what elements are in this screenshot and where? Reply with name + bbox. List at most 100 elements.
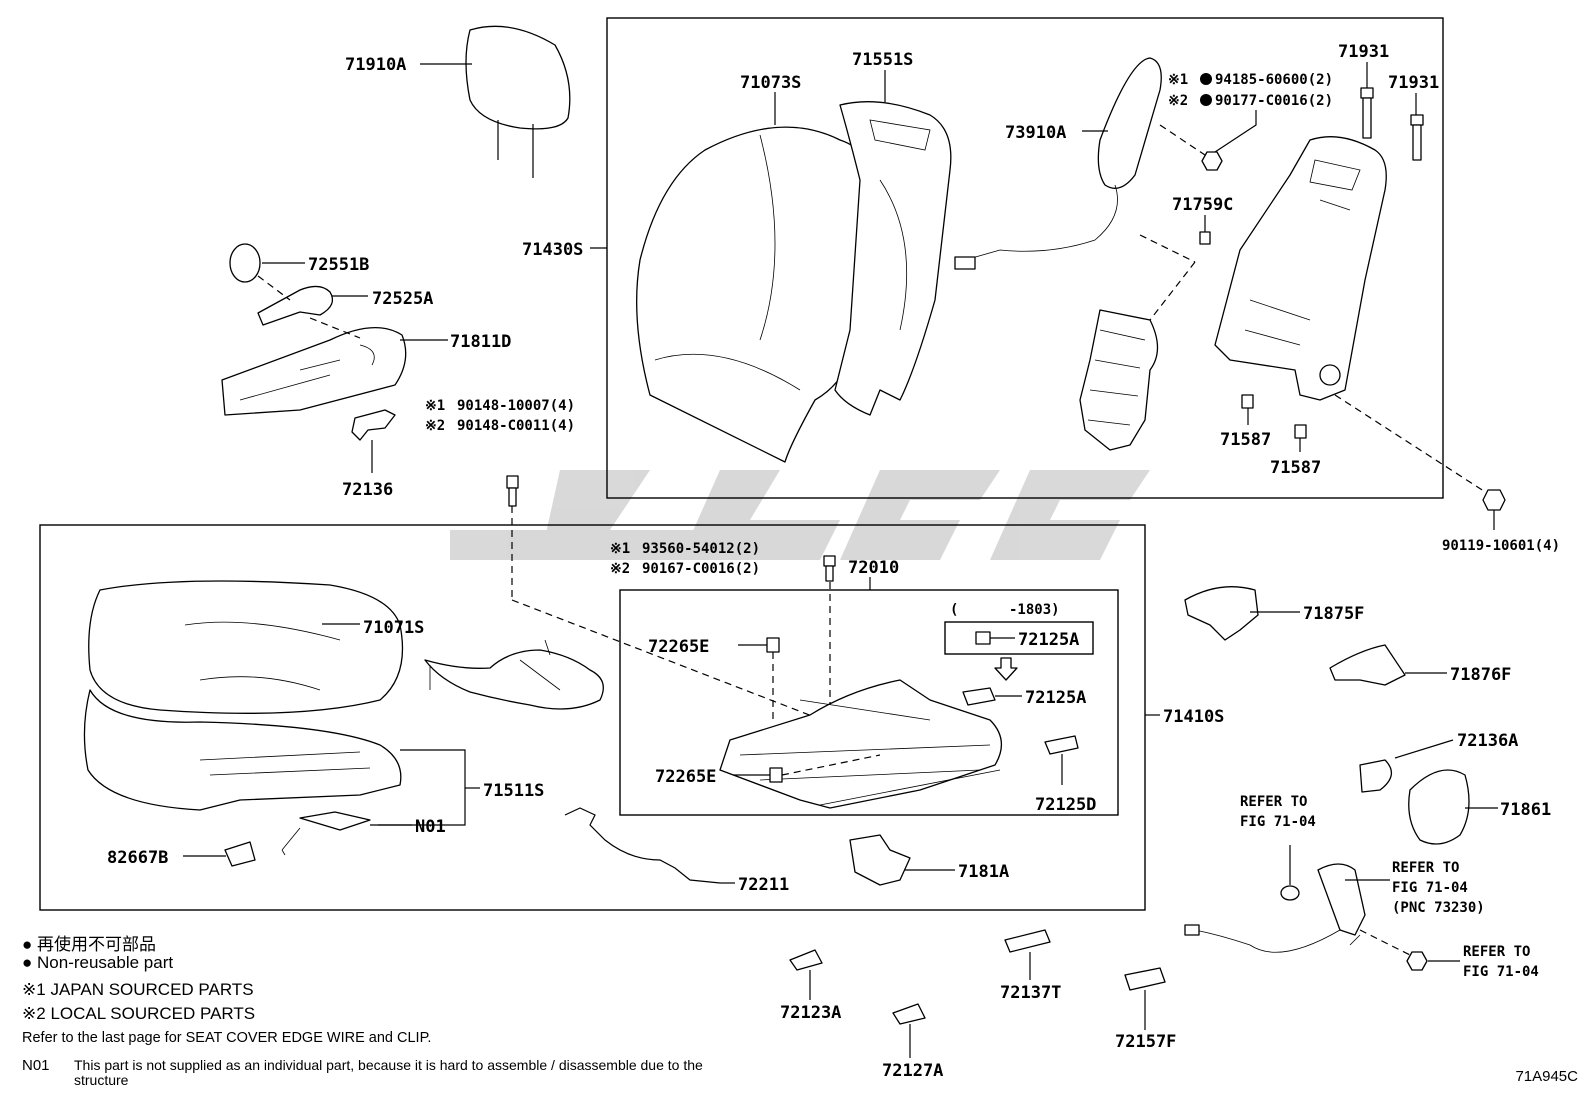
bracket-72157F-part[interactable] (1124, 967, 1166, 991)
guide-71587-b[interactable] (1294, 424, 1307, 439)
cover-71861-part[interactable] (1408, 769, 1470, 845)
legend-nonreusable-en: ● Non-reusable part (22, 953, 173, 973)
label-72137T: 72137T (1000, 983, 1061, 1003)
fastener-93560-mark: ※1 (610, 541, 630, 557)
dash-bolt-90148-b (511, 599, 901, 751)
nut-ref3[interactable] (1406, 951, 1428, 971)
legend-nonreusable-jp: ● 再使用不可部品 (22, 930, 156, 955)
cushion-pad-part[interactable] (83, 689, 402, 811)
label-7181A: 7181A (958, 862, 1009, 882)
legend-nonreusable-jp-text: 再使用不可部品 (37, 935, 157, 954)
dash-nut-ref3 (1359, 929, 1411, 956)
legend-refer-note: Refer to the last page for SEAT COVER ED… (22, 1030, 431, 1046)
inflator-part[interactable] (1184, 863, 1366, 953)
guide-71587-a[interactable] (1241, 394, 1254, 409)
label-71931-a: 71931 (1338, 42, 1389, 62)
bracket-72125D[interactable] (1044, 735, 1079, 755)
label-71759C: 71759C (1172, 195, 1233, 215)
label-71811D: 71811D (450, 332, 511, 352)
lead-72136A (1394, 739, 1454, 759)
fastener-90148b-mark: ※2 (425, 418, 445, 434)
fastener-90148b: 90148-C0011(4) (457, 418, 575, 434)
legend-local-text: LOCAL SOURCED PARTS (50, 1004, 256, 1023)
nut-94185[interactable] (1201, 151, 1223, 171)
fastener-94185-mark: ※1 (1168, 72, 1188, 88)
arrow-down-icon (994, 657, 1018, 681)
clip-72127A-part[interactable] (892, 1003, 926, 1025)
label-N01: N01 (415, 817, 446, 837)
bracket-72136-part[interactable] (351, 409, 396, 441)
label-82667B: 82667B (107, 848, 168, 868)
dash-lumbar-b (1149, 261, 1196, 321)
label-72551B: 72551B (308, 255, 369, 275)
adjuster-bolt[interactable] (823, 555, 836, 582)
label-71876F: 71876F (1450, 665, 1511, 685)
bracket-7181A-part[interactable] (849, 834, 911, 886)
seatback-group-frame (606, 17, 1444, 499)
clip-71759C[interactable] (1199, 231, 1211, 245)
clip-72123A-part[interactable] (789, 949, 823, 971)
dash-knob (257, 275, 291, 301)
clip-72265E-b[interactable] (769, 767, 783, 783)
range-1803-frame (944, 621, 1094, 655)
clip-82667B-part[interactable] (224, 841, 256, 867)
bolt-90119[interactable] (1482, 489, 1506, 511)
bolt-71931-a[interactable] (1360, 87, 1374, 139)
label-71931-b: 71931 (1388, 73, 1439, 93)
fastener-90167: 90167-C0016(2) (642, 561, 760, 577)
label-71430S: 71430S (522, 240, 583, 260)
label-71071S: 71071S (363, 618, 424, 638)
wire-72211-part[interactable] (564, 807, 721, 884)
washer-part[interactable] (1280, 885, 1300, 901)
refer-1-line-1: REFER TO (1240, 794, 1307, 810)
label-72010: 72010 (848, 558, 899, 578)
legend-japan: ※1 JAPAN SOURCED PARTS (22, 980, 254, 1000)
dash-lever (309, 317, 361, 339)
lever-part[interactable] (257, 285, 334, 326)
label-71910A: 71910A (345, 55, 406, 75)
dash-72265E-b (781, 754, 881, 776)
label-72136: 72136 (342, 480, 393, 500)
refer-2-line-1: REFER TO (1392, 860, 1459, 876)
label-72136A: 72136A (1457, 731, 1518, 751)
bolt-90148[interactable] (506, 475, 519, 507)
label-72525A: 72525A (372, 289, 433, 309)
seatback-pad-part[interactable] (834, 101, 952, 416)
clip-72265E-a[interactable] (766, 637, 780, 653)
side-airbag-part[interactable] (954, 57, 1162, 270)
legend-japan-text: JAPAN SOURCED PARTS (50, 980, 254, 999)
fastener-94185: 94185-60600(2) (1215, 72, 1333, 88)
side-shield-part[interactable] (221, 326, 407, 416)
bolt-71931-b[interactable] (1410, 114, 1424, 161)
label-72127A: 72127A (882, 1061, 943, 1081)
bracket-72137T-part[interactable] (1004, 929, 1051, 953)
dash-90119 (1334, 394, 1491, 496)
fastener-90167-mark: ※2 (610, 561, 630, 577)
knob-part[interactable] (229, 243, 261, 283)
wire-harness-part[interactable] (424, 639, 604, 710)
label-71511S: 71511S (483, 781, 544, 801)
refer-2-line-3: (PNC 73230) (1392, 900, 1485, 916)
legend-n01-code: N01 (22, 1057, 50, 1074)
label-72265E-b: 72265E (655, 767, 716, 787)
sensor-N01-part[interactable] (281, 811, 371, 856)
lumbar-support-part[interactable] (1079, 309, 1159, 451)
cover-71876F-part[interactable] (1329, 644, 1406, 686)
seat-adjuster-part[interactable] (719, 679, 1002, 809)
seatback-frame-part[interactable] (1214, 136, 1387, 401)
seatback-cover-part[interactable] (636, 126, 871, 463)
filled-circle-icon: ● (22, 935, 33, 954)
label-71410S: 71410S (1163, 707, 1224, 727)
legend-local-mark: ※2 (22, 1004, 46, 1023)
label-72123A: 72123A (780, 1003, 841, 1023)
refer-3-line-1: REFER TO (1463, 944, 1530, 960)
clip-72125A-a[interactable] (975, 631, 991, 645)
fastener-90148a: 90148-10007(4) (457, 398, 575, 414)
cover-71875F-part[interactable] (1184, 586, 1259, 641)
legend-local: ※2 LOCAL SOURCED PARTS (22, 1004, 255, 1024)
headrest-part[interactable] (465, 25, 571, 178)
clip-72125A-b[interactable] (962, 687, 996, 706)
cushion-cover-part[interactable] (88, 580, 404, 714)
switch-72136A-part[interactable] (1359, 759, 1392, 793)
label-71551S: 71551S (852, 50, 913, 70)
